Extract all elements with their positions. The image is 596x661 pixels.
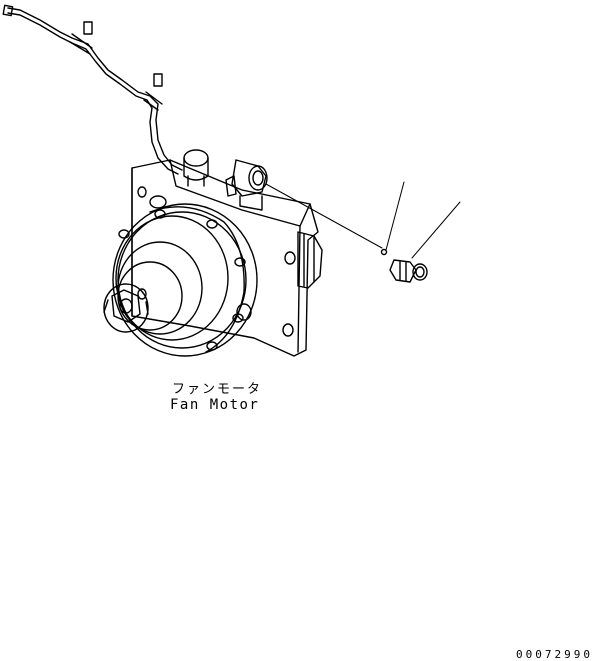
- top-fittings: [183, 149, 268, 211]
- mounting-block: [131, 159, 319, 357]
- fan-motor-label-japanese: ファンモータ: [172, 382, 263, 397]
- drawing-number: 00072990: [516, 648, 593, 661]
- o-ring-part: [380, 248, 388, 256]
- shaft-hub: [103, 283, 149, 333]
- leader-lines: [265, 181, 461, 259]
- wiring-harness: [2, 4, 183, 175]
- motor-housing: [112, 195, 258, 357]
- fan-motor-label-english: Fan Motor: [170, 397, 260, 413]
- elbow-fitting-part: [389, 259, 428, 283]
- side-valve: [297, 231, 323, 289]
